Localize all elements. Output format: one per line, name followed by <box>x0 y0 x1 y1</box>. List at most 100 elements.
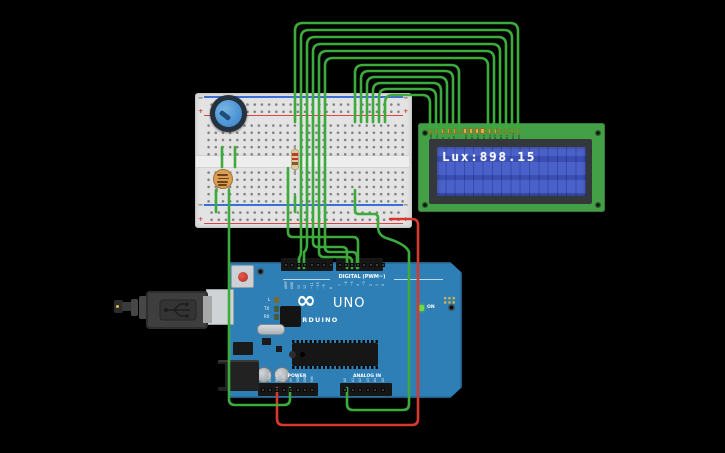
header-pin[interactable] <box>284 262 288 267</box>
led-rx-label: RX <box>264 314 270 319</box>
power-on-label: ON <box>427 305 435 310</box>
usb-cable[interactable] <box>122 302 132 311</box>
header-pin[interactable] <box>310 387 314 392</box>
header-pin[interactable] <box>380 262 385 267</box>
header-pin[interactable] <box>275 387 279 392</box>
header-pin[interactable] <box>373 387 378 392</box>
reset-button[interactable] <box>231 265 254 288</box>
header-pin[interactable] <box>368 262 373 267</box>
usb-plug[interactable] <box>146 291 208 329</box>
photoresistor[interactable] <box>213 169 233 189</box>
ldr-leg <box>216 184 218 192</box>
pin-label: IOREF <box>268 372 272 382</box>
pin-label: A5 <box>381 377 385 382</box>
header-pin[interactable] <box>328 262 333 267</box>
header-pin[interactable] <box>322 262 327 267</box>
rail-minus-label: − <box>198 201 204 209</box>
lcd-mounting-hole <box>595 202 601 208</box>
pin-label: A1 <box>350 377 355 382</box>
ldr-leg <box>228 184 230 192</box>
rx-led <box>274 314 279 320</box>
crystal-oscillator <box>257 324 285 335</box>
usb-cable-tip-contact <box>116 305 119 308</box>
header-pin[interactable] <box>296 262 301 267</box>
lcd-screen <box>437 147 586 196</box>
pin-label: ~10 <box>316 282 320 289</box>
pin-label: A2 <box>358 377 363 382</box>
power-jack <box>218 360 259 391</box>
lcd-line1: Lux:898.15 <box>442 149 537 164</box>
pin-label: 3.3V <box>282 374 286 382</box>
usb-plug-collar <box>203 296 212 323</box>
rail-plus-label: + <box>198 215 204 223</box>
led-tx-label: TX <box>264 306 270 311</box>
pin-label: ~9 <box>322 284 327 289</box>
lcd-mounting-hole <box>422 202 428 208</box>
smd-component <box>262 338 271 345</box>
voltage-regulator <box>233 342 253 355</box>
usb-trident-icon <box>159 299 197 321</box>
digital-header-label: DIGITAL (PWM~) <box>330 274 394 280</box>
pin-label: RESET <box>275 371 279 382</box>
header-pin[interactable] <box>303 387 307 392</box>
header-pin[interactable] <box>344 262 349 267</box>
pin-label: GND <box>296 374 300 382</box>
rail-line-blue-bottom <box>204 204 403 206</box>
rail-plus-label: + <box>403 215 409 223</box>
reset-button-cap[interactable] <box>237 271 248 282</box>
mounting-hole <box>448 304 455 311</box>
resistor[interactable] <box>291 149 299 170</box>
header-pin[interactable] <box>365 387 370 392</box>
pin-label: A4 <box>373 377 378 382</box>
power-header[interactable] <box>258 383 318 396</box>
rail-minus-label: − <box>198 94 204 102</box>
pin-label: GND <box>303 374 307 382</box>
header-pin[interactable] <box>289 387 293 392</box>
smd-component <box>276 346 282 352</box>
breadboard-holes-bottom-rails[interactable] <box>206 206 400 221</box>
header-pin[interactable] <box>309 262 314 267</box>
header-pin[interactable] <box>381 387 385 392</box>
header-pin[interactable] <box>282 387 286 392</box>
usb-interface-chip <box>280 306 301 327</box>
breadboard-holes-lower[interactable] <box>203 167 404 203</box>
header-pin[interactable] <box>362 262 367 267</box>
rail-minus-label: − <box>403 94 409 102</box>
header-pin[interactable] <box>290 262 295 267</box>
header-pin[interactable] <box>268 387 272 392</box>
usb-cable-ridge <box>131 299 138 316</box>
header-pin[interactable] <box>261 387 265 392</box>
lcd-character-grid <box>437 147 586 196</box>
pin-label: A0 <box>343 377 347 382</box>
led-l-label: L <box>268 297 271 302</box>
header-pin[interactable] <box>374 262 379 267</box>
header-pin[interactable] <box>350 262 355 267</box>
rail-plus-label: + <box>403 107 409 115</box>
pin-label: A3 <box>365 377 370 382</box>
header-pin[interactable] <box>358 387 363 392</box>
tx-led <box>274 306 279 312</box>
header-pin[interactable] <box>343 387 347 392</box>
pin-label: AREF <box>284 280 288 289</box>
rail-minus-label: − <box>403 201 409 209</box>
pin-label: VIN <box>310 376 314 382</box>
header-pin[interactable] <box>316 262 320 267</box>
lcd-line2 <box>442 167 586 181</box>
l-led <box>274 297 279 303</box>
header-pin[interactable] <box>350 387 355 392</box>
header-pin[interactable] <box>296 387 300 392</box>
header-pin[interactable] <box>356 262 361 267</box>
usb-cable-ridge <box>139 296 147 319</box>
pin-label: 5V <box>289 377 293 382</box>
arduino-model-label: UNO <box>333 296 366 311</box>
icsp-header[interactable] <box>443 296 456 305</box>
arduino-brand-label: ARDUINO <box>296 316 339 324</box>
lcd-mounting-hole <box>595 130 601 136</box>
rail-line-red-bottom <box>204 222 403 225</box>
atmega328-chip <box>289 343 378 366</box>
rail-plus-label: + <box>198 107 204 115</box>
header-pin[interactable] <box>303 262 308 267</box>
header-pin[interactable] <box>338 262 342 267</box>
mounting-hole <box>257 268 264 275</box>
